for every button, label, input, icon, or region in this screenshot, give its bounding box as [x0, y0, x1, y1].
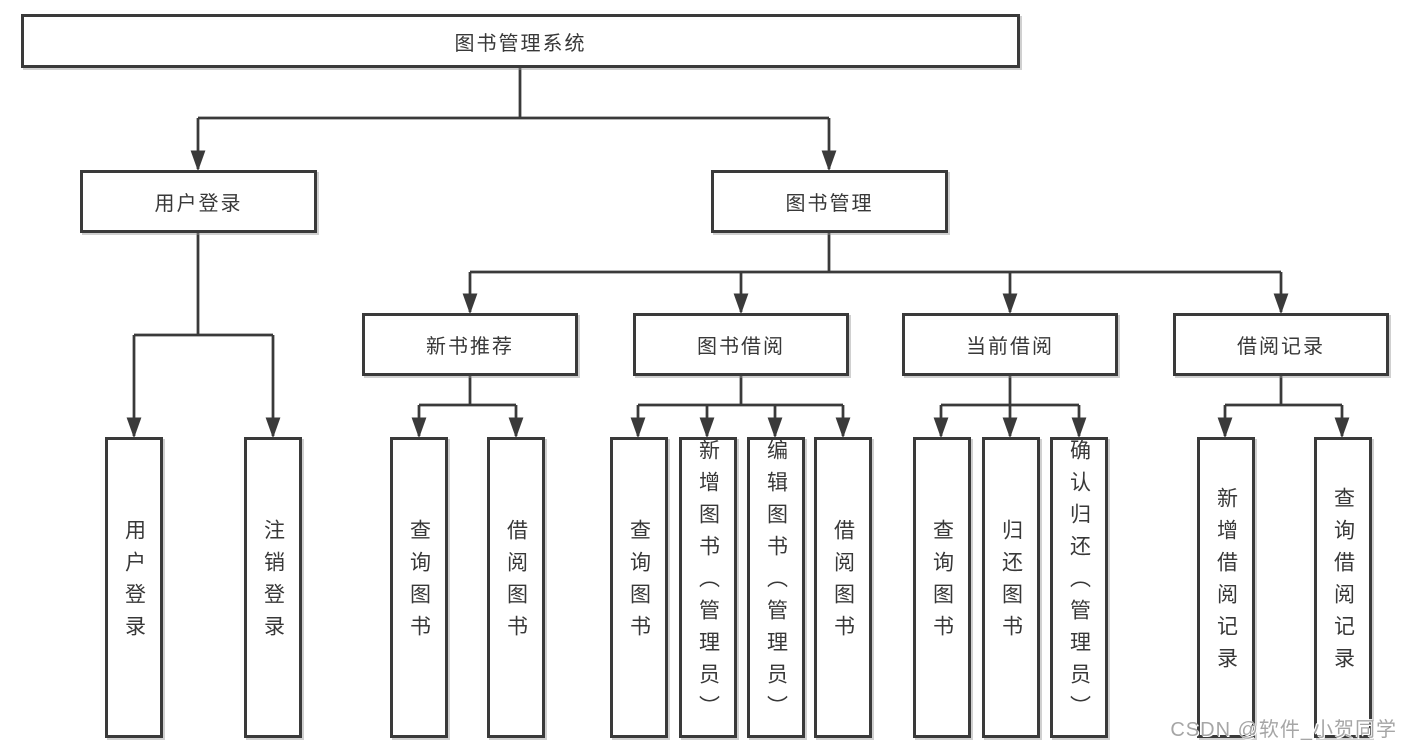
leaf-borrowing-edit-books-admin: 编辑图书（管理员）: [747, 437, 805, 738]
node-label: 借阅图书: [504, 518, 528, 647]
leaf-current-query-books: 查询图书: [913, 437, 971, 738]
node-label: 图书借阅: [697, 336, 785, 358]
node-current-borrowing: 当前借阅: [902, 313, 1118, 376]
leaf-current-return-books: 归还图书: [982, 437, 1040, 738]
node-label: 用户登录: [122, 518, 146, 647]
node-label: 编辑图书（管理员）: [764, 438, 788, 727]
node-label: 借阅记录: [1237, 336, 1325, 358]
node-book-borrowing: 图书借阅: [633, 313, 849, 376]
node-label: 确认归还（管理员）: [1067, 438, 1091, 727]
leaf-borrowing-add-books-admin: 新增图书（管理员）: [679, 437, 737, 738]
node-borrowing-records: 借阅记录: [1173, 313, 1389, 376]
node-label: 图书管理: [785, 193, 874, 215]
leaf-newbooks-query-books: 查询图书: [390, 437, 448, 738]
node-label: 图书管理系统: [454, 32, 587, 55]
node-label: 查询图书: [930, 518, 954, 647]
node-new-book-recommendation: 新书推荐: [362, 313, 578, 376]
node-label: 注销登录: [261, 518, 285, 647]
node-label: 新增图书（管理员）: [696, 438, 720, 727]
leaf-borrowing-query-books: 查询图书: [610, 437, 668, 738]
leaf-borrowing-borrow-books: 借阅图书: [814, 437, 872, 738]
node-label: 归还图书: [999, 518, 1023, 647]
node-label: 查询图书: [407, 518, 431, 647]
node-label: 查询借阅记录: [1331, 486, 1355, 679]
node-label: 查询图书: [627, 518, 651, 647]
leaf-records-add-borrow-record: 新增借阅记录: [1197, 437, 1255, 738]
leaf-logout: 注销登录: [244, 437, 302, 738]
node-label: 用户登录: [154, 193, 243, 215]
leaf-user-login: 用户登录: [105, 437, 163, 738]
csdn-watermark: CSDN @软件_小贺同学: [1170, 719, 1397, 741]
node-label: 当前借阅: [966, 336, 1054, 358]
node-label: 新书推荐: [426, 336, 514, 358]
node-book-management: 图书管理: [711, 170, 948, 233]
node-library-management-system: 图书管理系统: [21, 14, 1020, 68]
leaf-current-confirm-return-admin: 确认归还（管理员）: [1050, 437, 1108, 738]
leaf-newbooks-borrow-books: 借阅图书: [487, 437, 545, 738]
node-label: 借阅图书: [831, 518, 855, 647]
node-user-login: 用户登录: [80, 170, 317, 233]
leaf-records-query-borrow-record: 查询借阅记录: [1314, 437, 1372, 738]
node-label: 新增借阅记录: [1214, 486, 1238, 679]
